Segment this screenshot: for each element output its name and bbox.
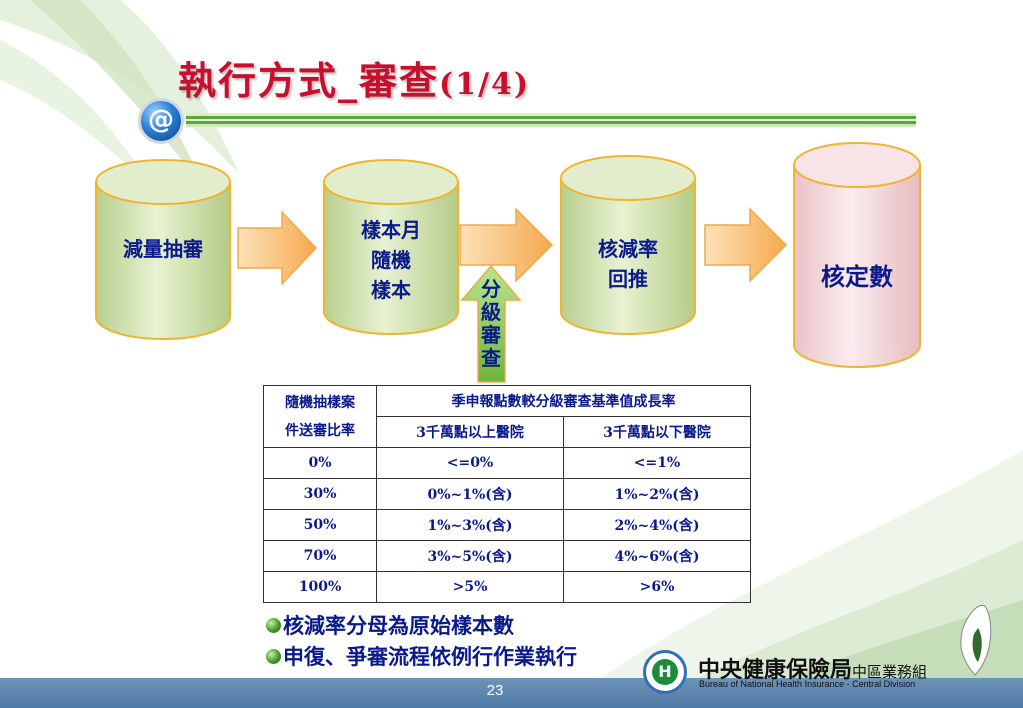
table-cell: 4%~6%(含) (563, 540, 751, 572)
page-title: 執行方式_審查(1/4) (178, 50, 530, 105)
header-left: 隨機抽樣案 件送審比率 (263, 385, 377, 448)
cylinder-1 (95, 159, 231, 340)
arrow-right-3 (704, 207, 788, 283)
table-cell: 0%~1%(含) (376, 478, 564, 510)
arrow-up-grade (460, 264, 522, 383)
step-1: 減量抽審 (96, 234, 230, 274)
title-underline (186, 113, 916, 127)
step-2-label-line2: 隨機 (371, 248, 411, 272)
table-cell: >6% (563, 571, 751, 603)
at-sign-icon: @ (138, 98, 184, 144)
org-name-main: 中央健康保險局 (698, 658, 853, 683)
subheader-small-hospital: 3千萬點以下醫院 (563, 416, 751, 448)
grade-review-label: 分 級 審 查 (478, 278, 504, 370)
header-left-line1: 隨機抽樣案 (285, 394, 355, 411)
subheader-large-hospital: 3千萬點以上醫院 (376, 416, 564, 448)
nhi-logo-icon: H (643, 650, 687, 694)
table-cell: 3%~5%(含) (376, 540, 564, 572)
org-division: 中區業務組 (852, 663, 928, 681)
bullet-icon (266, 618, 281, 633)
table-subheader-row: 3千萬點以上醫院 3千萬點以下醫院 (264, 416, 751, 448)
bullet-text-1: 核減率分母為原始樣本數 (283, 613, 514, 638)
cylinder-2 (323, 159, 459, 335)
bullet-item-1: 核減率分母為原始樣本數 (266, 610, 514, 640)
table-row: 50% 1%~3%(含) 2%~4%(含) (263, 509, 751, 541)
step-2: 樣本月 隨機 樣本 (324, 215, 458, 315)
table-cell: 0% (263, 447, 377, 479)
header-top: 季申報點數較分級審查基準值成長率 (376, 385, 751, 417)
step-3-label-line2: 回推 (608, 267, 648, 291)
arrow-right-1 (237, 210, 318, 286)
table-cell: 1%~3%(含) (376, 509, 564, 541)
table-cell: 70% (263, 540, 377, 572)
sampling-rate-table: 隨機抽樣案 件送審比率 季申報點數較分級審查基準值成長率 3千萬點以上醫院 3千… (263, 385, 751, 603)
page-title-main: 執行方式_審查 (178, 58, 440, 103)
page-number: 23 (486, 682, 504, 699)
table-cell: >5% (376, 571, 564, 603)
step-3: 核減率 回推 (561, 234, 695, 304)
cylinder-4 (793, 142, 921, 368)
grade-char-3: 審 (481, 323, 501, 347)
grade-char-4: 查 (481, 346, 501, 370)
step-2-label-line1: 樣本月 (361, 218, 421, 242)
table-cell: 30% (263, 478, 377, 510)
table-row: 70% 3%~5%(含) 4%~6%(含) (263, 540, 751, 572)
bullet-text-2: 申復、爭審流程依例行作業執行 (283, 644, 577, 669)
table-row: 100% >5% >6% (263, 571, 751, 603)
step-3-label-line1: 核減率 (598, 237, 658, 261)
table-cell: 50% (263, 509, 377, 541)
table-row: 0% <=0% <=1% (263, 447, 751, 479)
page-title-sub: (1/4) (439, 67, 531, 102)
table-cell: 1%~2%(含) (563, 478, 751, 510)
table-cell: <=1% (563, 447, 751, 479)
step-4-label: 核定數 (821, 262, 893, 291)
table-cell: 100% (263, 571, 377, 603)
org-name: 中央健康保險局中區業務組 (698, 652, 927, 684)
bullet-item-2: 申復、爭審流程依例行作業執行 (266, 641, 577, 671)
table-row: 30% 0%~1%(含) 1%~2%(含) (263, 478, 751, 510)
table-cell: 2%~4%(含) (563, 509, 751, 541)
grade-char-1: 分 (481, 277, 501, 301)
table-header-row: 隨機抽樣案 件送審比率 季申報點數較分級審查基準值成長率 (263, 385, 751, 448)
step-1-label: 減量抽審 (123, 237, 203, 261)
cylinder-3 (560, 155, 696, 335)
footer-bar (0, 678, 1023, 708)
arrow-right-2 (459, 207, 554, 283)
bullet-icon (266, 649, 281, 664)
step-4: 核定數 (794, 262, 920, 302)
table-cell: <=0% (376, 447, 564, 479)
grade-char-2: 級 (481, 300, 501, 324)
step-2-label-line3: 樣本 (371, 278, 411, 302)
header-left-line2: 件送審比率 (285, 422, 355, 439)
org-english-name: Bureau of National Health Insurance - Ce… (699, 679, 916, 689)
